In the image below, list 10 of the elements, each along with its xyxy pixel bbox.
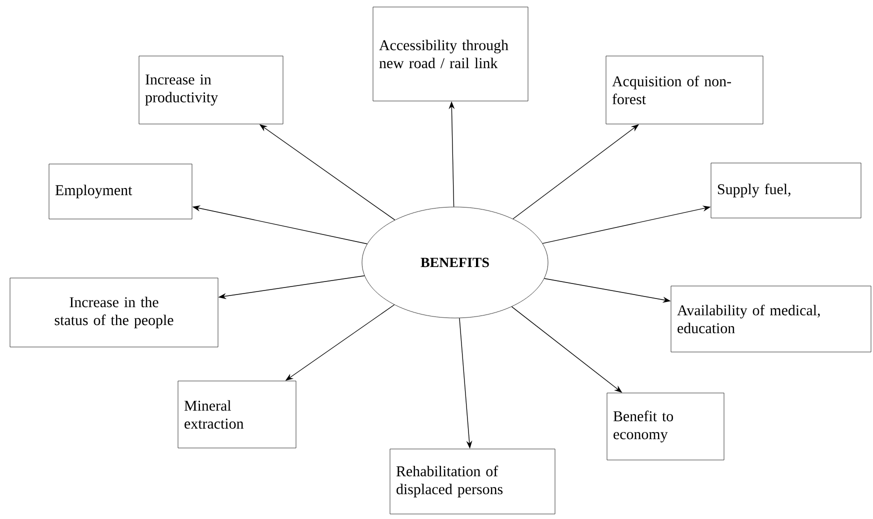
benefit-box: Supply fuel, (710, 162, 862, 218)
benefit-box: Increase in the status of the people (10, 278, 218, 348)
benefit-box: Rehabilitation of displaced persons (390, 448, 556, 514)
benefit-box: Increase in productivity (138, 56, 284, 124)
benefit-box: Benefit to economy (606, 392, 724, 460)
benefit-box: Availability of medical, education (670, 286, 872, 352)
benefit-box: Employment (48, 164, 192, 220)
benefit-box: Acquisition of non-forest (606, 56, 764, 124)
benefit-box: Accessibility through new road / rail link (372, 6, 528, 102)
benefit-box: Mineral extraction (178, 380, 296, 448)
